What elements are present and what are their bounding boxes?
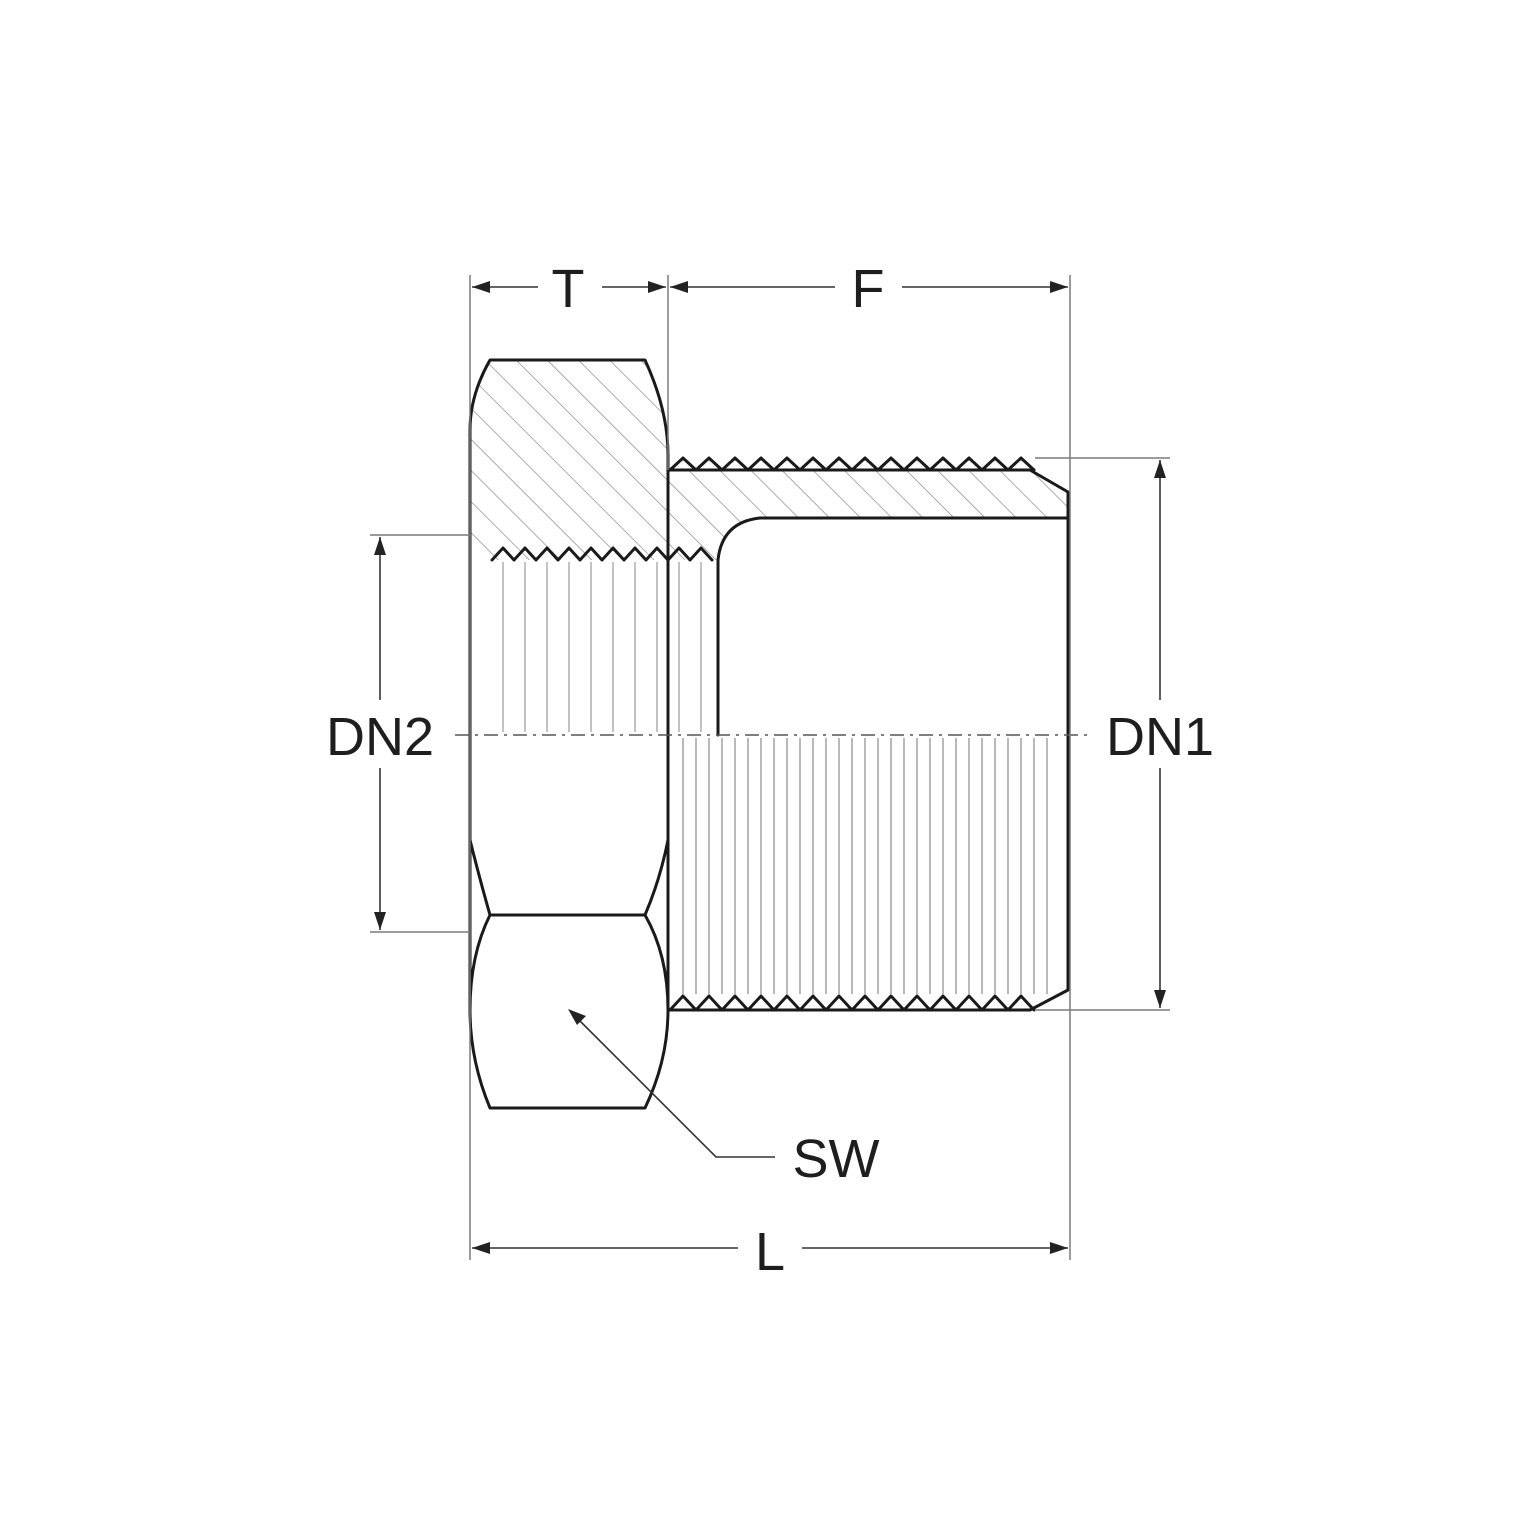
sw-arrow xyxy=(568,1009,586,1025)
hex-face-lines xyxy=(468,838,670,1012)
label-f: F xyxy=(852,259,885,319)
label-sw: SW xyxy=(793,1129,880,1189)
outer-thread-bottom xyxy=(668,994,1036,1012)
dim-dn2-arrow-top xyxy=(374,537,386,555)
label-dn1: DN1 xyxy=(1106,707,1214,767)
hatched-section xyxy=(470,360,1068,560)
spigot-outline xyxy=(666,468,1070,1012)
dim-l-arrow-left xyxy=(472,1242,490,1254)
label-t: T xyxy=(552,259,585,319)
thread-lines xyxy=(502,562,1048,994)
bore-edge xyxy=(716,516,1070,737)
dim-t-arrow-right xyxy=(648,281,666,293)
label-dn2: DN2 xyxy=(326,707,434,767)
dim-dn2-arrow-bottom xyxy=(374,912,386,930)
outer-thread-top xyxy=(668,456,1036,472)
dim-f-arrow-right xyxy=(1050,281,1068,293)
inner-thread-row xyxy=(490,546,714,562)
dim-f-arrow-left xyxy=(670,281,688,293)
dim-l-arrow-right xyxy=(1050,1242,1068,1254)
label-l: L xyxy=(755,1222,785,1282)
dim-dn1-arrow-bottom xyxy=(1154,990,1166,1008)
dim-dn1-arrow-top xyxy=(1154,460,1166,478)
sw-leader xyxy=(574,1015,775,1158)
dim-t-arrow-left xyxy=(472,281,490,293)
